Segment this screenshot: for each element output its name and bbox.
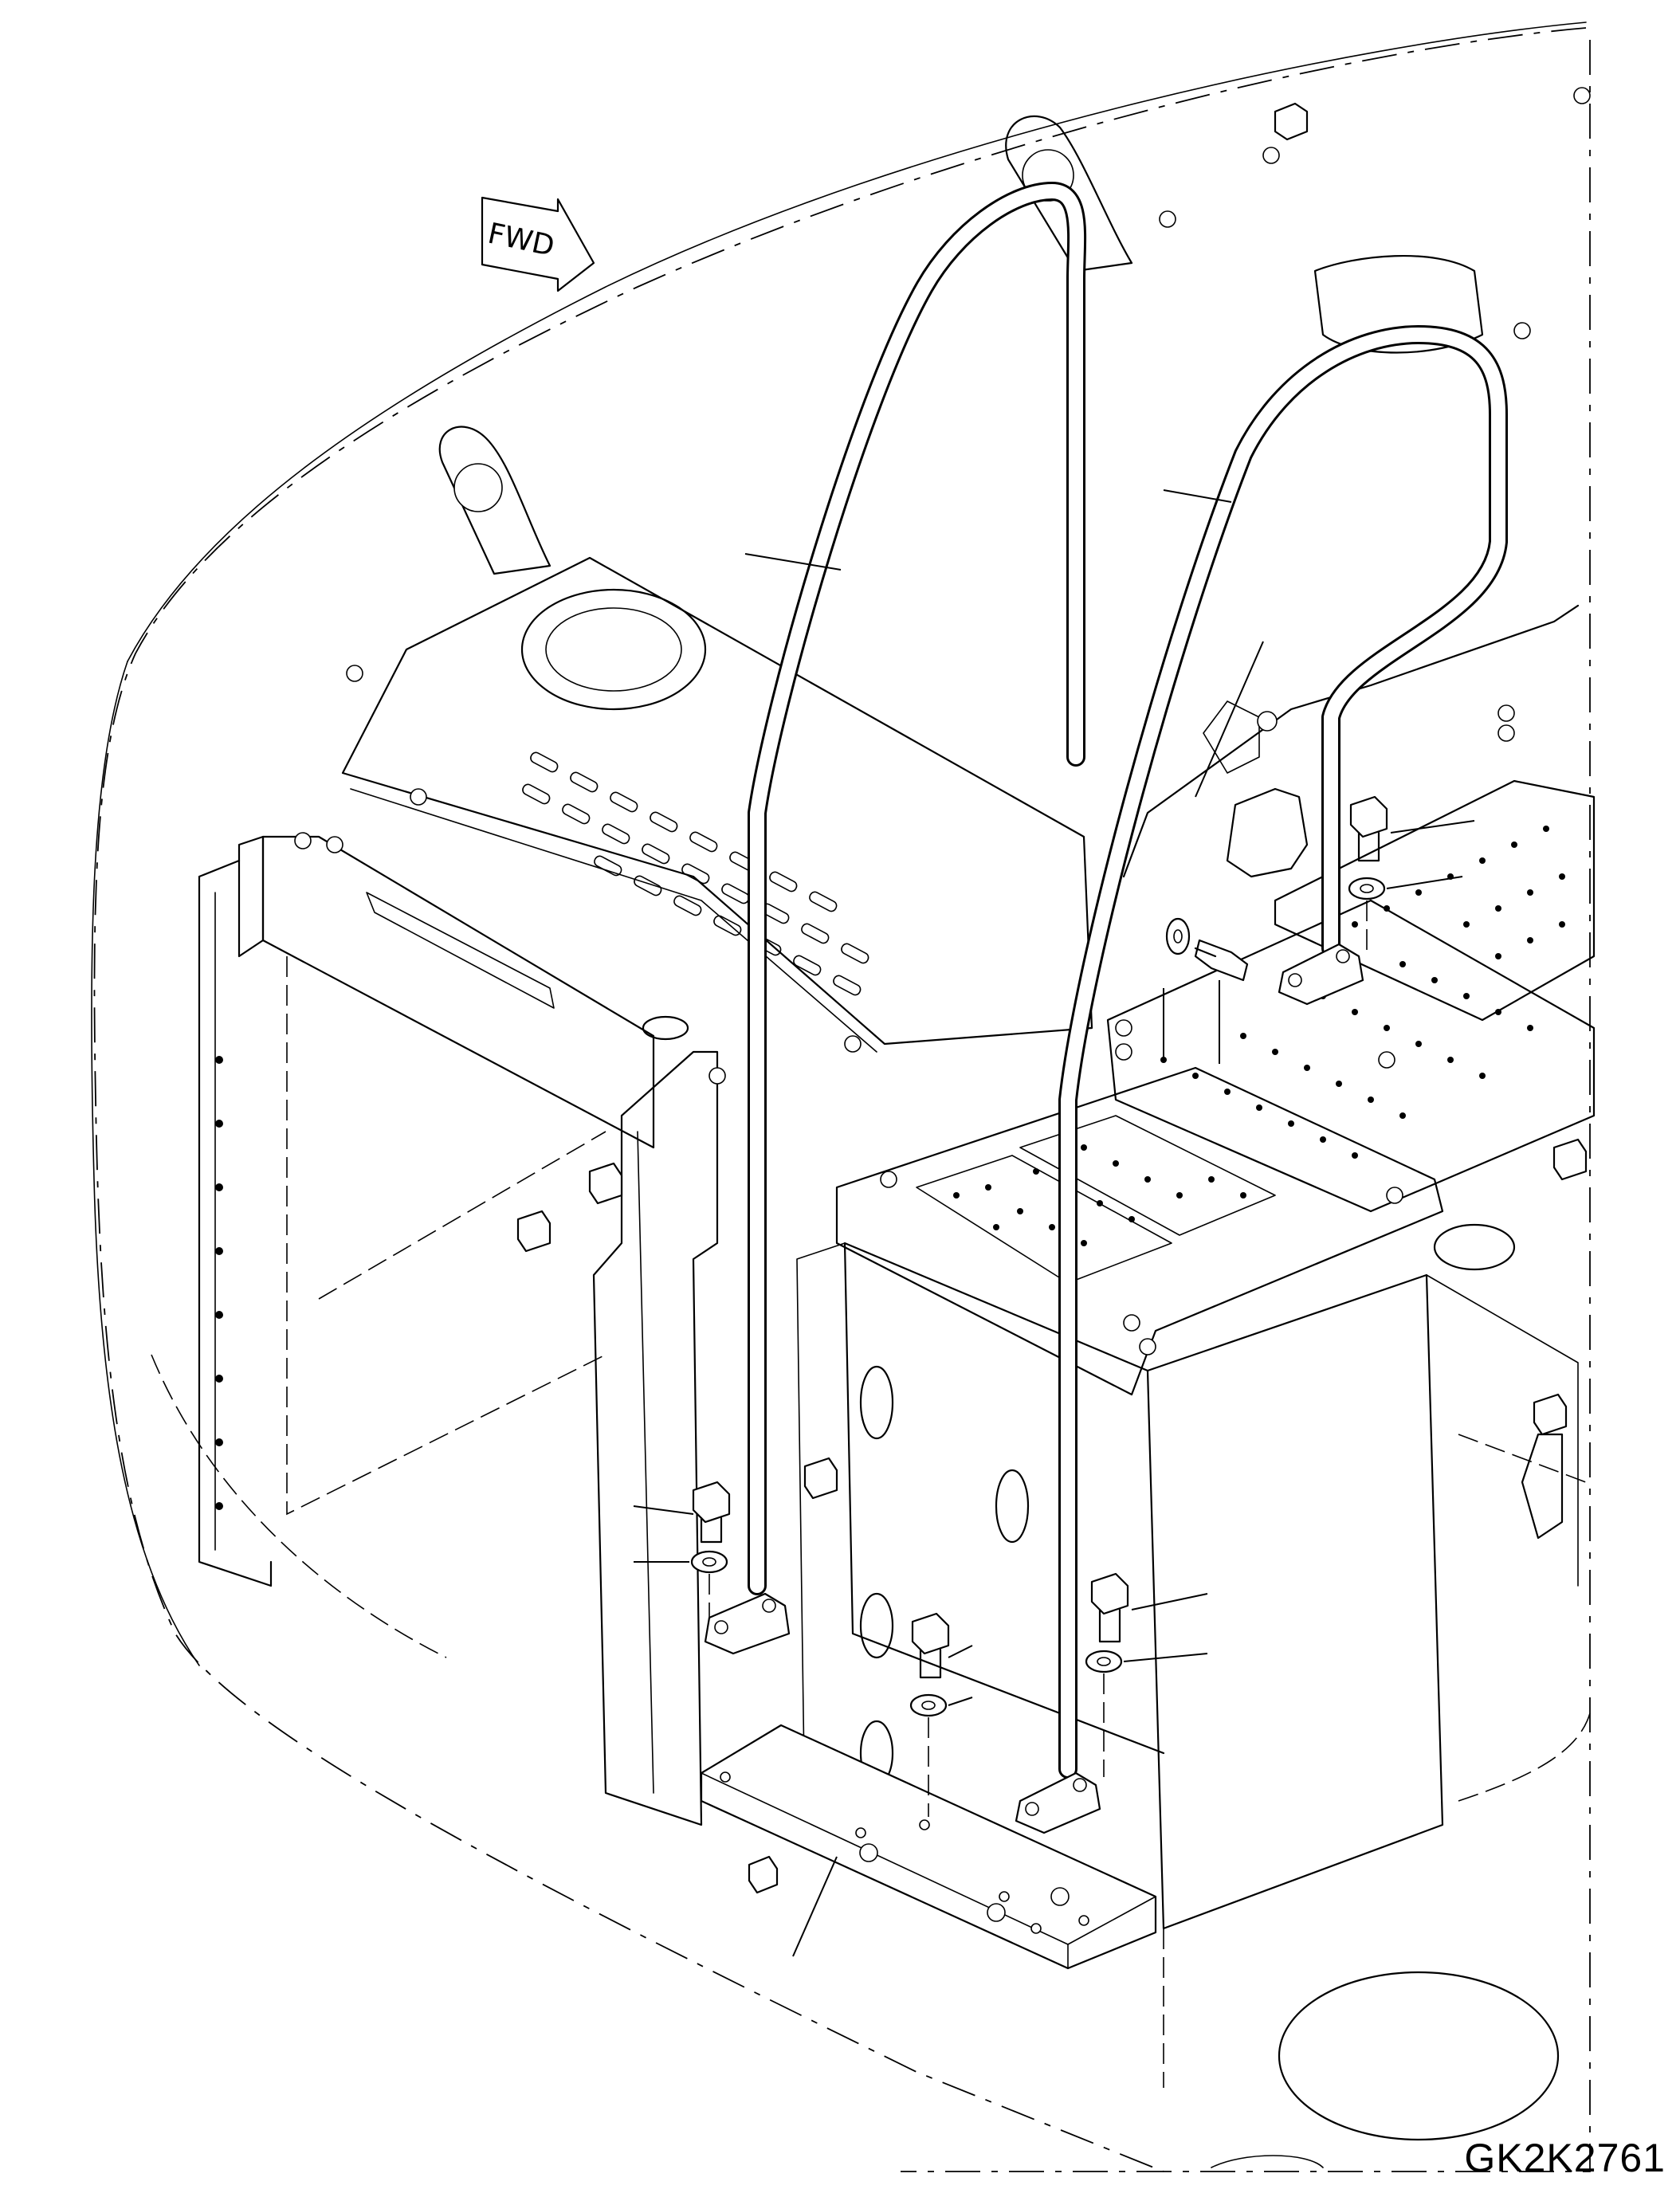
lifting-eye-left <box>438 426 551 575</box>
handrail-feet <box>704 943 1364 1834</box>
engine-cover <box>341 556 1093 1053</box>
bolt-set-clamp <box>1165 917 1249 982</box>
bolt-set-right <box>1085 1572 1129 1777</box>
drawing-code: GK2K2761 <box>1464 2136 1666 2180</box>
bolt-set-left <box>690 1481 731 1618</box>
vent-slots <box>522 751 869 996</box>
right-box-frame <box>796 1242 1579 1930</box>
fwd-arrow-icon: FWD <box>481 196 595 292</box>
perforation-holes <box>953 826 1565 1246</box>
handrail-left <box>748 182 1087 1595</box>
floor-area <box>1163 1928 1560 2168</box>
bolt-set-upper <box>1348 795 1388 952</box>
center-tower <box>592 1050 719 1826</box>
left-frame-panel <box>198 835 655 1587</box>
leader-lines <box>633 489 1475 1957</box>
hardware-details <box>294 87 1591 1894</box>
bolt-set-middle <box>909 1612 950 1817</box>
mounting-plate <box>700 1724 1157 1970</box>
step-plates <box>835 779 1596 1396</box>
machine-outline <box>91 22 1591 2172</box>
handrail-right <box>1058 325 1508 1779</box>
